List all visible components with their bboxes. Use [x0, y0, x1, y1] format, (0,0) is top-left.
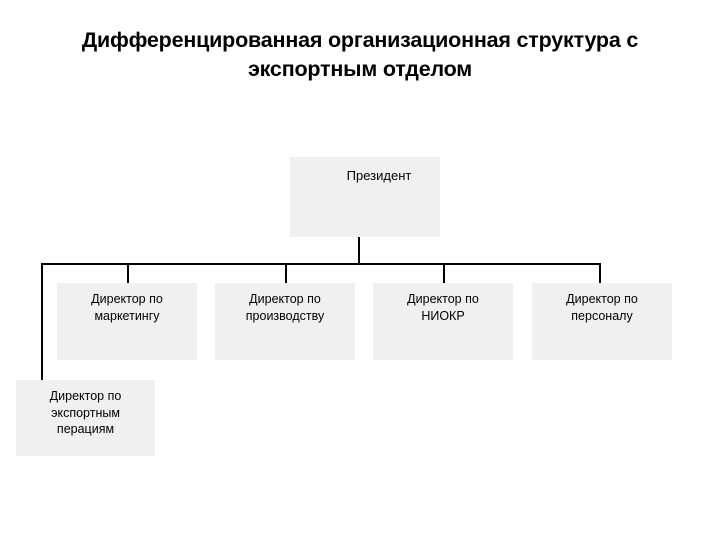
connector-bus-to-rnd	[443, 263, 445, 284]
org-node-hr[interactable]: Директор по персоналу	[532, 283, 672, 360]
connector-horizontal-bus	[41, 263, 601, 265]
org-node-president-label: Президент	[346, 168, 412, 183]
org-node-production-label: Директор по производству	[245, 292, 325, 323]
org-node-marketing-label: Директор по маркетингу	[91, 292, 163, 323]
org-node-production[interactable]: Директор по производству	[215, 283, 355, 360]
org-node-hr-label: Директор по персоналу	[566, 292, 638, 323]
org-node-rnd[interactable]: Директор по НИОКР	[373, 283, 513, 360]
org-node-export-operations-label: Директор по экспортным перациям	[49, 389, 122, 436]
connector-bus-to-marketing	[127, 263, 129, 284]
slide-title: Дифференцированная организационная струк…	[81, 28, 639, 81]
connector-bus-to-hr	[599, 263, 601, 284]
org-node-president[interactable]: Президент	[290, 157, 440, 237]
connector-bus-to-export	[41, 263, 43, 380]
connector-bus-to-production	[285, 263, 287, 284]
org-node-marketing[interactable]: Директор по маркетингу	[57, 283, 197, 360]
connector-president-to-bus	[358, 237, 360, 265]
org-node-rnd-label: Директор по НИОКР	[407, 292, 479, 323]
org-node-export-operations[interactable]: Директор по экспортным перациям	[16, 380, 155, 456]
